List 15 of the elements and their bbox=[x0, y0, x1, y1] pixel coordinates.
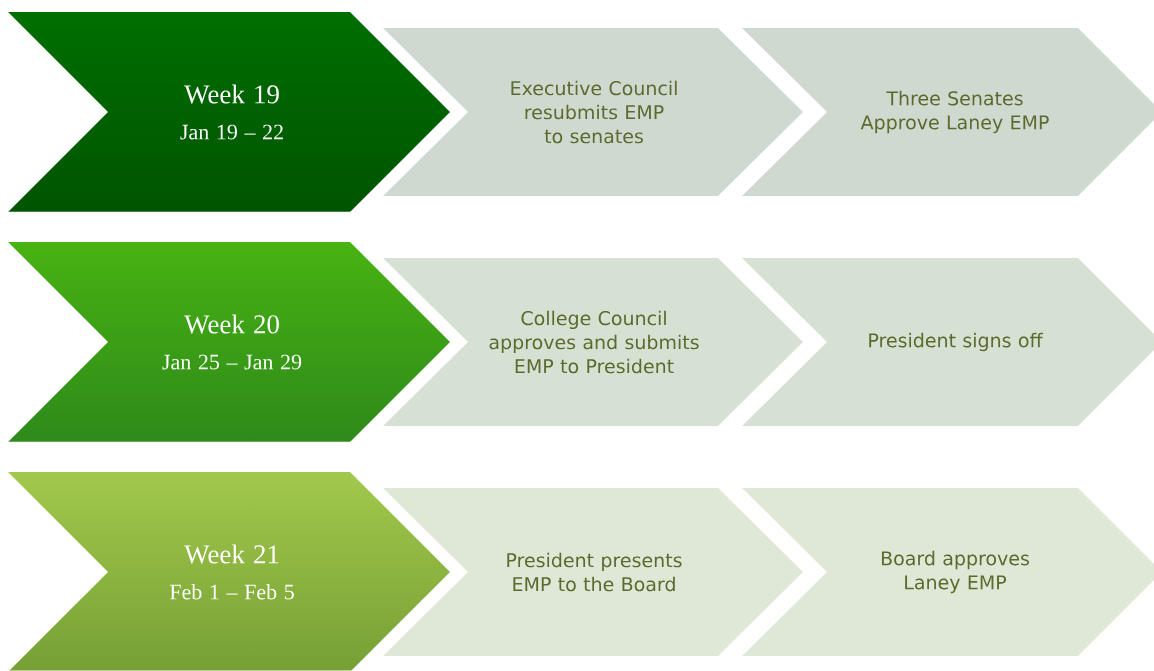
step-chevron: President signs off bbox=[742, 258, 1154, 426]
step-chevron: College Council approves and submits EMP to President bbox=[383, 258, 803, 426]
node-label: President presents EMP to the Board bbox=[507, 552, 682, 592]
week-chevron: Week 21 Feb 1 – Feb 5 bbox=[169, 544, 294, 600]
node-label: Three Senates Approve Laney EMP bbox=[860, 90, 1049, 134]
node-label: College Council approves and submits EMP to President bbox=[489, 310, 699, 374]
node-label: President signs off bbox=[869, 332, 1043, 352]
step-chevron: Three Senates Approve Laney EMP bbox=[742, 28, 1154, 196]
step-chevron: Executive Council resubmits EMP to senates bbox=[383, 28, 803, 196]
node-label: Board approves Laney EMP bbox=[881, 550, 1029, 594]
node-label: Executive Council resubmits EMP to senates bbox=[511, 80, 677, 144]
week-chevron: Week 20 Jan 25 – Jan 29 bbox=[162, 314, 302, 370]
week-chevron: Week 19 Jan 19 – 22 bbox=[180, 84, 283, 140]
step-chevron: Board approves Laney EMP bbox=[742, 488, 1154, 656]
step-chevron: President presents EMP to the Board bbox=[383, 488, 803, 656]
